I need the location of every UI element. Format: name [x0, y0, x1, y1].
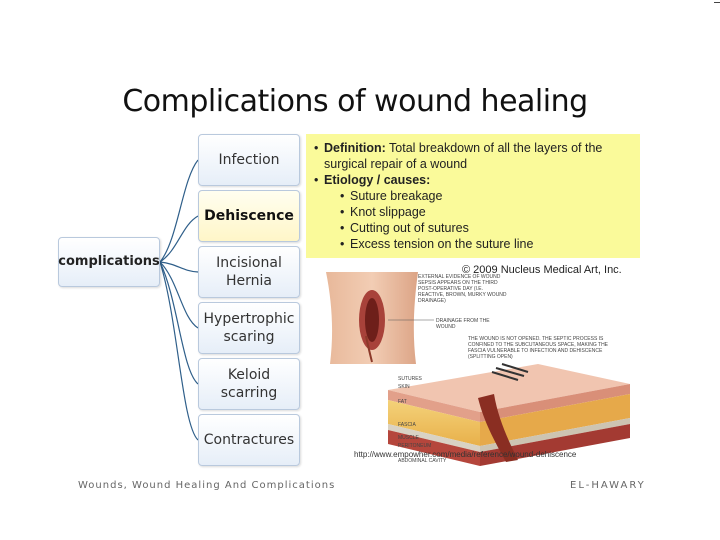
connector-infection	[159, 159, 199, 263]
caption-sutures: Sutures	[398, 376, 422, 382]
slide-title: Complications of wound healing	[122, 84, 588, 119]
connector-contractures	[159, 261, 199, 441]
diagram-root-node: complications	[58, 237, 160, 287]
root-label: complications	[58, 254, 160, 269]
caption-external-evidence: External evidence of wound sepsis appear…	[418, 274, 507, 304]
definition-text: Total breakdown of all the layers of the…	[324, 141, 603, 171]
connector-incisional-hernia	[159, 261, 199, 273]
branch-contractures: Contractures	[198, 414, 300, 466]
bullet: •	[340, 189, 345, 203]
etiology-row: • Etiology / causes:	[314, 172, 632, 188]
footer-author: EL-HAWARY	[570, 480, 646, 491]
connector-keloid	[159, 261, 199, 385]
bullet: •	[314, 173, 319, 187]
cause-text: Excess tension on the suture line	[350, 237, 534, 251]
bullet: •	[340, 237, 345, 251]
connector-hypertrophic	[159, 261, 199, 329]
caption-abdominal-cavity: Abdominal cavity	[398, 458, 447, 464]
definition-row: • Definition: Total breakdown of all the…	[314, 140, 632, 172]
bullet: •	[340, 205, 345, 219]
branch-label: Hypertrophic scaring	[203, 311, 295, 345]
connector-dehiscence	[159, 215, 199, 263]
cause-item: • Cutting out of sutures	[314, 220, 632, 236]
footer-course-title: Wounds, Wound Healing And Complications	[78, 480, 336, 491]
corner-mark	[714, 2, 720, 3]
branch-label: Keloid scarring	[220, 367, 278, 401]
branch-infection: Infection	[198, 134, 300, 186]
caption-muscle: Muscle	[398, 435, 419, 441]
bullet: •	[340, 221, 345, 235]
illustration-art	[326, 272, 630, 466]
branch-dehiscence: Dehiscence	[198, 190, 300, 242]
caption-fat: Fat	[398, 399, 407, 405]
tissue-cross-section	[388, 363, 630, 466]
branch-keloid-scarring: Keloid scarring	[198, 358, 300, 410]
branch-hypertrophic-scaring: Hypertrophic scaring	[198, 302, 300, 354]
source-url: http://www.empowher.com/media/reference/…	[354, 450, 577, 459]
caption-drainage: Drainage from the wound	[436, 318, 490, 330]
branch-label: Dehiscence	[204, 208, 294, 224]
definition-label: Definition:	[324, 141, 386, 155]
copyright-notice: © 2009 Nucleus Medical Art, Inc.	[462, 264, 622, 276]
cause-text: Knot slippage	[350, 205, 426, 219]
branch-incisional-hernia: Incisional Hernia	[198, 246, 300, 298]
cause-item: • Suture breakage	[314, 188, 632, 204]
cause-item: • Excess tension on the suture line	[314, 236, 632, 252]
branch-label: Infection	[218, 152, 280, 168]
etiology-label: Etiology / causes:	[324, 173, 431, 187]
branch-label: Incisional Hernia	[216, 255, 282, 289]
definition-box: • Definition: Total breakdown of all the…	[306, 134, 640, 258]
cause-text: Suture breakage	[350, 189, 443, 203]
cause-item: • Knot slippage	[314, 204, 632, 220]
bullet: •	[314, 141, 319, 155]
cause-text: Cutting out of sutures	[350, 221, 469, 235]
caption-peritoneum: Peritoneum	[398, 443, 432, 449]
wound-dehiscence-illustration: External evidence of wound sepsis appear…	[318, 272, 638, 472]
caption-not-opened: The wound is not opened. The septic proc…	[468, 336, 609, 360]
caption-fascia: Fascia	[398, 422, 416, 428]
caption-skin: Skin	[398, 384, 410, 390]
branch-label: Contractures	[203, 432, 295, 448]
